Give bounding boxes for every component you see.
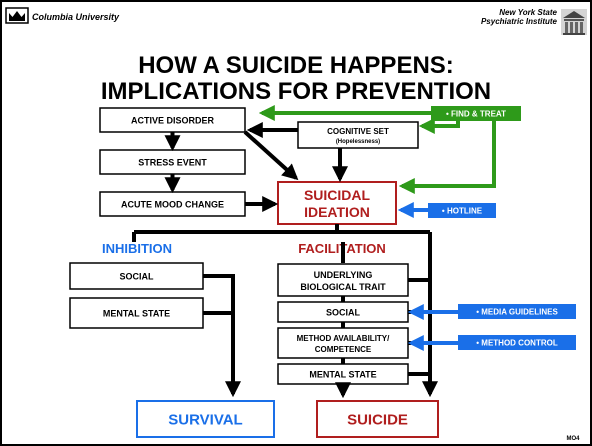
suicide-box [316, 400, 439, 438]
inhibition-social-label: SOCIAL [119, 272, 154, 282]
inhibition-mental-state-box [69, 297, 204, 329]
institute-label-line1: New York State [499, 8, 557, 17]
hotline-tag [428, 203, 496, 218]
find-treat-label: • FIND & TREAT [446, 110, 506, 119]
arrow-findtreat-to-cognitive [418, 118, 460, 134]
facilitation-mental-state-label: MENTAL STATE [309, 370, 376, 380]
acute-mood-change-label: ACUTE MOOD CHANGE [121, 200, 224, 210]
method-availability-line1: METHOD AVAILABILITY/ [297, 334, 391, 343]
active-disorder-box [99, 107, 246, 133]
suicidal-ideation-line1: SUICIDAL [304, 187, 371, 203]
cognitive-set-sublabel: (Hopelessness) [336, 139, 380, 145]
survival-box [136, 400, 275, 438]
facilitation-social-label: SOCIAL [326, 308, 361, 318]
active-disorder-label: ACTIVE DISORDER [131, 116, 215, 126]
survival-label: SURVIVAL [168, 412, 242, 429]
inhibition-heading: INHIBITION [102, 241, 172, 256]
inhibition-mental-state-label: MENTAL STATE [103, 309, 170, 319]
method-control-label: • METHOD CONTROL [476, 339, 558, 348]
method-availability-line2: COMPETENCE [315, 345, 372, 354]
title-line1: HOW A SUICIDE HAPPENS: [138, 52, 454, 79]
stress-event-label: STRESS EVENT [138, 158, 207, 168]
suicidal-ideation-line2: IDEATION [304, 204, 370, 220]
cognitive-set-box [297, 121, 419, 149]
institute-label-line2: Psychiatric Institute [481, 17, 558, 26]
media-guidelines-label: • MEDIA GUIDELINES [476, 308, 558, 317]
cognitive-set-label: COGNITIVE SET [327, 127, 389, 136]
method-availability-box [277, 327, 409, 359]
title-line2: IMPLICATIONS FOR PREVENTION [101, 78, 491, 105]
arrow-findtreat-to-ideation [398, 121, 496, 194]
hotline-label: • HOTLINE [442, 207, 483, 216]
university-label: Columbia University [32, 12, 120, 22]
find-treat-tag [431, 106, 521, 121]
institute-building-icon [561, 9, 587, 35]
slide-code: MO4 [566, 436, 580, 442]
arrow-disorder-to-ideation [243, 130, 299, 181]
method-control-tag [458, 335, 576, 350]
media-guidelines-tag [458, 304, 576, 319]
biological-trait-line2: BIOLOGICAL TRAIT [300, 282, 386, 292]
biological-trait-line1: UNDERLYING [314, 270, 373, 280]
columbia-crown-icon [5, 7, 29, 24]
suicide-label: SUICIDE [347, 412, 408, 429]
